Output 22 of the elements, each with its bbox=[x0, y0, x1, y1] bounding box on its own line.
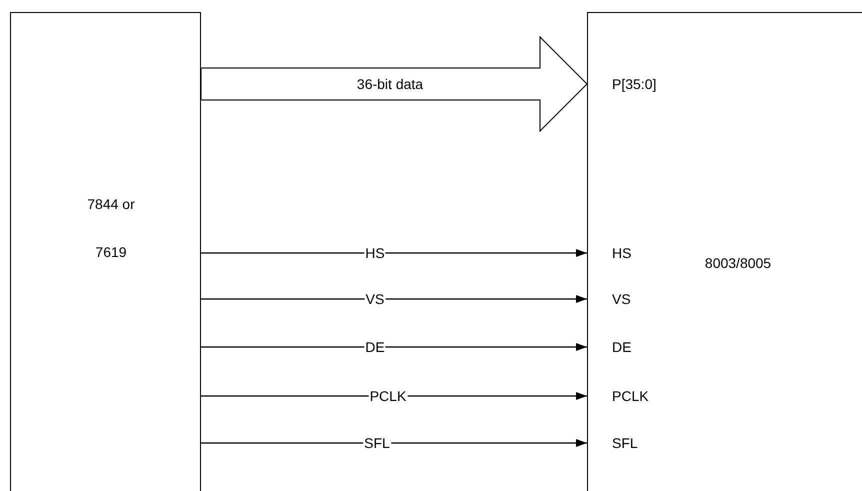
bus-arrow bbox=[200, 36, 588, 132]
signal-label: VS bbox=[364, 291, 386, 307]
chip-block bbox=[587, 12, 862, 491]
signal-label: PCLK bbox=[368, 388, 408, 404]
signal-label: HS bbox=[364, 245, 386, 261]
signal-arrow bbox=[201, 249, 587, 257]
chip-name: 8003/8005 bbox=[704, 254, 772, 273]
pin-label: P[35:0] bbox=[612, 76, 656, 92]
chip-name: 7844 or 7619 bbox=[86, 195, 136, 262]
pin-label: SFL bbox=[612, 435, 638, 451]
signal-arrow bbox=[201, 439, 587, 447]
pin-label: HS bbox=[612, 245, 632, 261]
pin-label: VS bbox=[612, 291, 631, 307]
signal-label: SFL bbox=[363, 435, 391, 451]
signal-label: DE bbox=[364, 339, 386, 355]
bus-label: 36-bit data bbox=[356, 76, 424, 92]
pin-label: DE bbox=[612, 339, 632, 355]
signal-arrow bbox=[201, 295, 587, 303]
signal-arrow bbox=[201, 343, 587, 351]
pin-label: PCLK bbox=[612, 388, 649, 404]
signal-arrow bbox=[201, 392, 587, 400]
chip-block bbox=[10, 12, 201, 491]
